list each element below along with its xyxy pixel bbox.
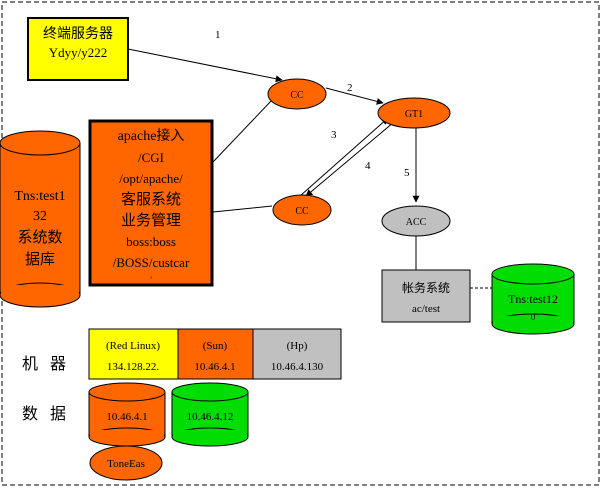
edge-4 <box>305 121 395 197</box>
tns-left-line-2: 32 <box>33 209 47 224</box>
terminal-server-account: Ydyy/y222 <box>49 45 108 60</box>
edge-2 <box>325 87 384 105</box>
edge-label-2: 2 <box>347 82 353 94</box>
edge-label-4: 4 <box>365 160 371 172</box>
apache-line-6: boss:boss <box>126 234 176 249</box>
data-db-green: 10.46.4.12 <box>171 382 249 447</box>
apache-line-3: /opt/apache/ <box>119 171 183 186</box>
host-ip-2: 10.46.4.130 <box>271 361 324 373</box>
account-system-account: ac/test <box>412 303 440 315</box>
host-cell-sun <box>177 328 254 380</box>
host-ip-0: 134.128.22. <box>107 361 160 373</box>
acc-node: ACC <box>381 205 451 237</box>
data-db-sun: 10.46.4.1 <box>88 382 166 447</box>
host-name-0: (Red Linux) <box>106 340 160 352</box>
apache-line-7: /BOSS/custcar <box>113 255 190 270</box>
host-name-2: (Hp) <box>287 340 308 352</box>
apache-line-1: apache接入 <box>118 127 185 144</box>
tns-left-line-4: 据库 <box>25 251 55 268</box>
edge-label-3: 3 <box>331 129 337 141</box>
host-cell-hp <box>252 328 342 380</box>
host-ip-1: 10.46.4.1 <box>194 361 235 373</box>
row-label-host: 机 器 <box>22 355 70 373</box>
tns-right-line-2: 0 <box>531 312 536 322</box>
row-label-data: 数 据 <box>22 405 70 423</box>
tns-db-left: Tns:test1 32 系统数 据库 <box>0 130 81 308</box>
account-system-title: 帐务系统 <box>402 280 450 295</box>
terminal-server-title: 终端服务器 <box>43 26 113 42</box>
tns-right-line-1: Tns:test12 <box>508 292 558 306</box>
cc-node-top: CC <box>267 78 327 110</box>
edge-1 <box>127 48 283 83</box>
tone-db-label: ToneEas <box>107 458 145 470</box>
tone-db: ToneEas <box>89 445 163 481</box>
acc-label: ACC <box>406 217 427 228</box>
tns-left-line-3: 系统数 <box>17 229 62 246</box>
apache-line-8: ' <box>150 275 152 285</box>
apache-line-5: 业务管理 <box>121 212 181 229</box>
host-strip: (Red Linux) 134.128.22. (Sun) 10.46.4.1 … <box>88 328 342 380</box>
edge-label-5: 5 <box>404 167 410 179</box>
data-db-sun-label: 10.46.4.1 <box>106 411 147 423</box>
gt1-label: GT1 <box>405 109 423 120</box>
account-system-box: 帐务系统 ac/test <box>381 269 471 323</box>
apache-line-2: /CGI <box>138 150 164 165</box>
cc-top-label: CC <box>290 90 304 101</box>
terminal-server-box: 终端服务器 Ydyy/y222 <box>27 17 129 81</box>
edge-label-1: 1 <box>215 29 221 41</box>
apache-line-4: 客服系统 <box>121 191 181 208</box>
cc-bottom-label: CC <box>295 206 309 217</box>
tns-db-right: Tns:test12 0 <box>491 263 575 335</box>
apache-to-cc-bottom-link <box>212 205 273 213</box>
gt1-node: GT1 <box>377 97 451 129</box>
edge-3 <box>299 117 389 197</box>
tns-left-line-1: Tns:test1 <box>14 189 65 204</box>
apache-to-cc-top-link <box>212 99 273 163</box>
host-name-1: (Sun) <box>203 340 228 352</box>
data-db-green-label: 10.46.4.12 <box>187 411 234 423</box>
apache-box: apache接入 /CGI /opt/apache/ 客服系统 业务管理 bos… <box>88 119 214 287</box>
cc-node-bottom: CC <box>272 194 332 226</box>
